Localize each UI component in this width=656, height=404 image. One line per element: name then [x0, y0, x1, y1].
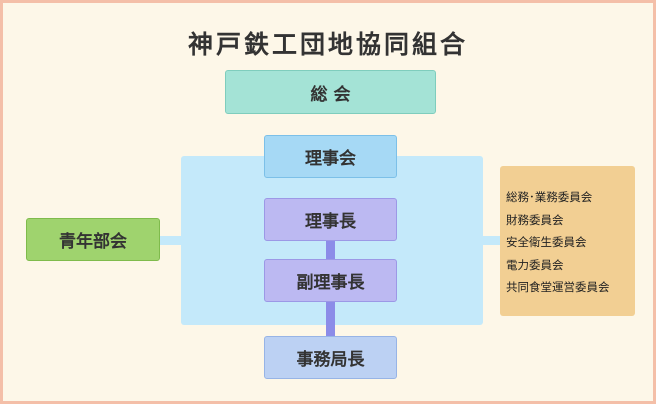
committee-item: 総務･業務委員会 [506, 190, 593, 204]
secretary-general-box: 事務局長 [264, 336, 397, 379]
committee-item: 電力委員会 [506, 257, 564, 272]
general-meeting-box: 総 会 [225, 70, 436, 114]
vice-chairman-box: 副理事長 [264, 259, 397, 302]
secretary-general-label: 事務局長 [296, 350, 365, 370]
committees-panel: 総務･業務委員会 財務委員会 安全衛生委員会 電力委員会 共同食堂運営委員会 [500, 166, 635, 316]
committee-item: 共同食堂運営委員会 [506, 280, 610, 294]
committee-item: 安全衛生委員会 [506, 235, 587, 249]
youth-division-box: 青年部会 [26, 218, 160, 261]
youth-connector [160, 236, 181, 245]
general-meeting-label: 総 会 [310, 84, 351, 105]
board-label: 理事会 [305, 149, 356, 169]
committee-connector [483, 236, 500, 245]
youth-division-label: 青年部会 [59, 232, 127, 252]
chairman-label: 理事長 [305, 212, 356, 232]
chairman-box: 理事長 [264, 198, 397, 241]
committee-item: 財務委員会 [506, 212, 564, 227]
vice-chairman-label: 副理事長 [296, 273, 365, 293]
board-box: 理事会 [264, 135, 397, 178]
chart-title: 神戸鉄工団地協同組合 [187, 30, 468, 59]
